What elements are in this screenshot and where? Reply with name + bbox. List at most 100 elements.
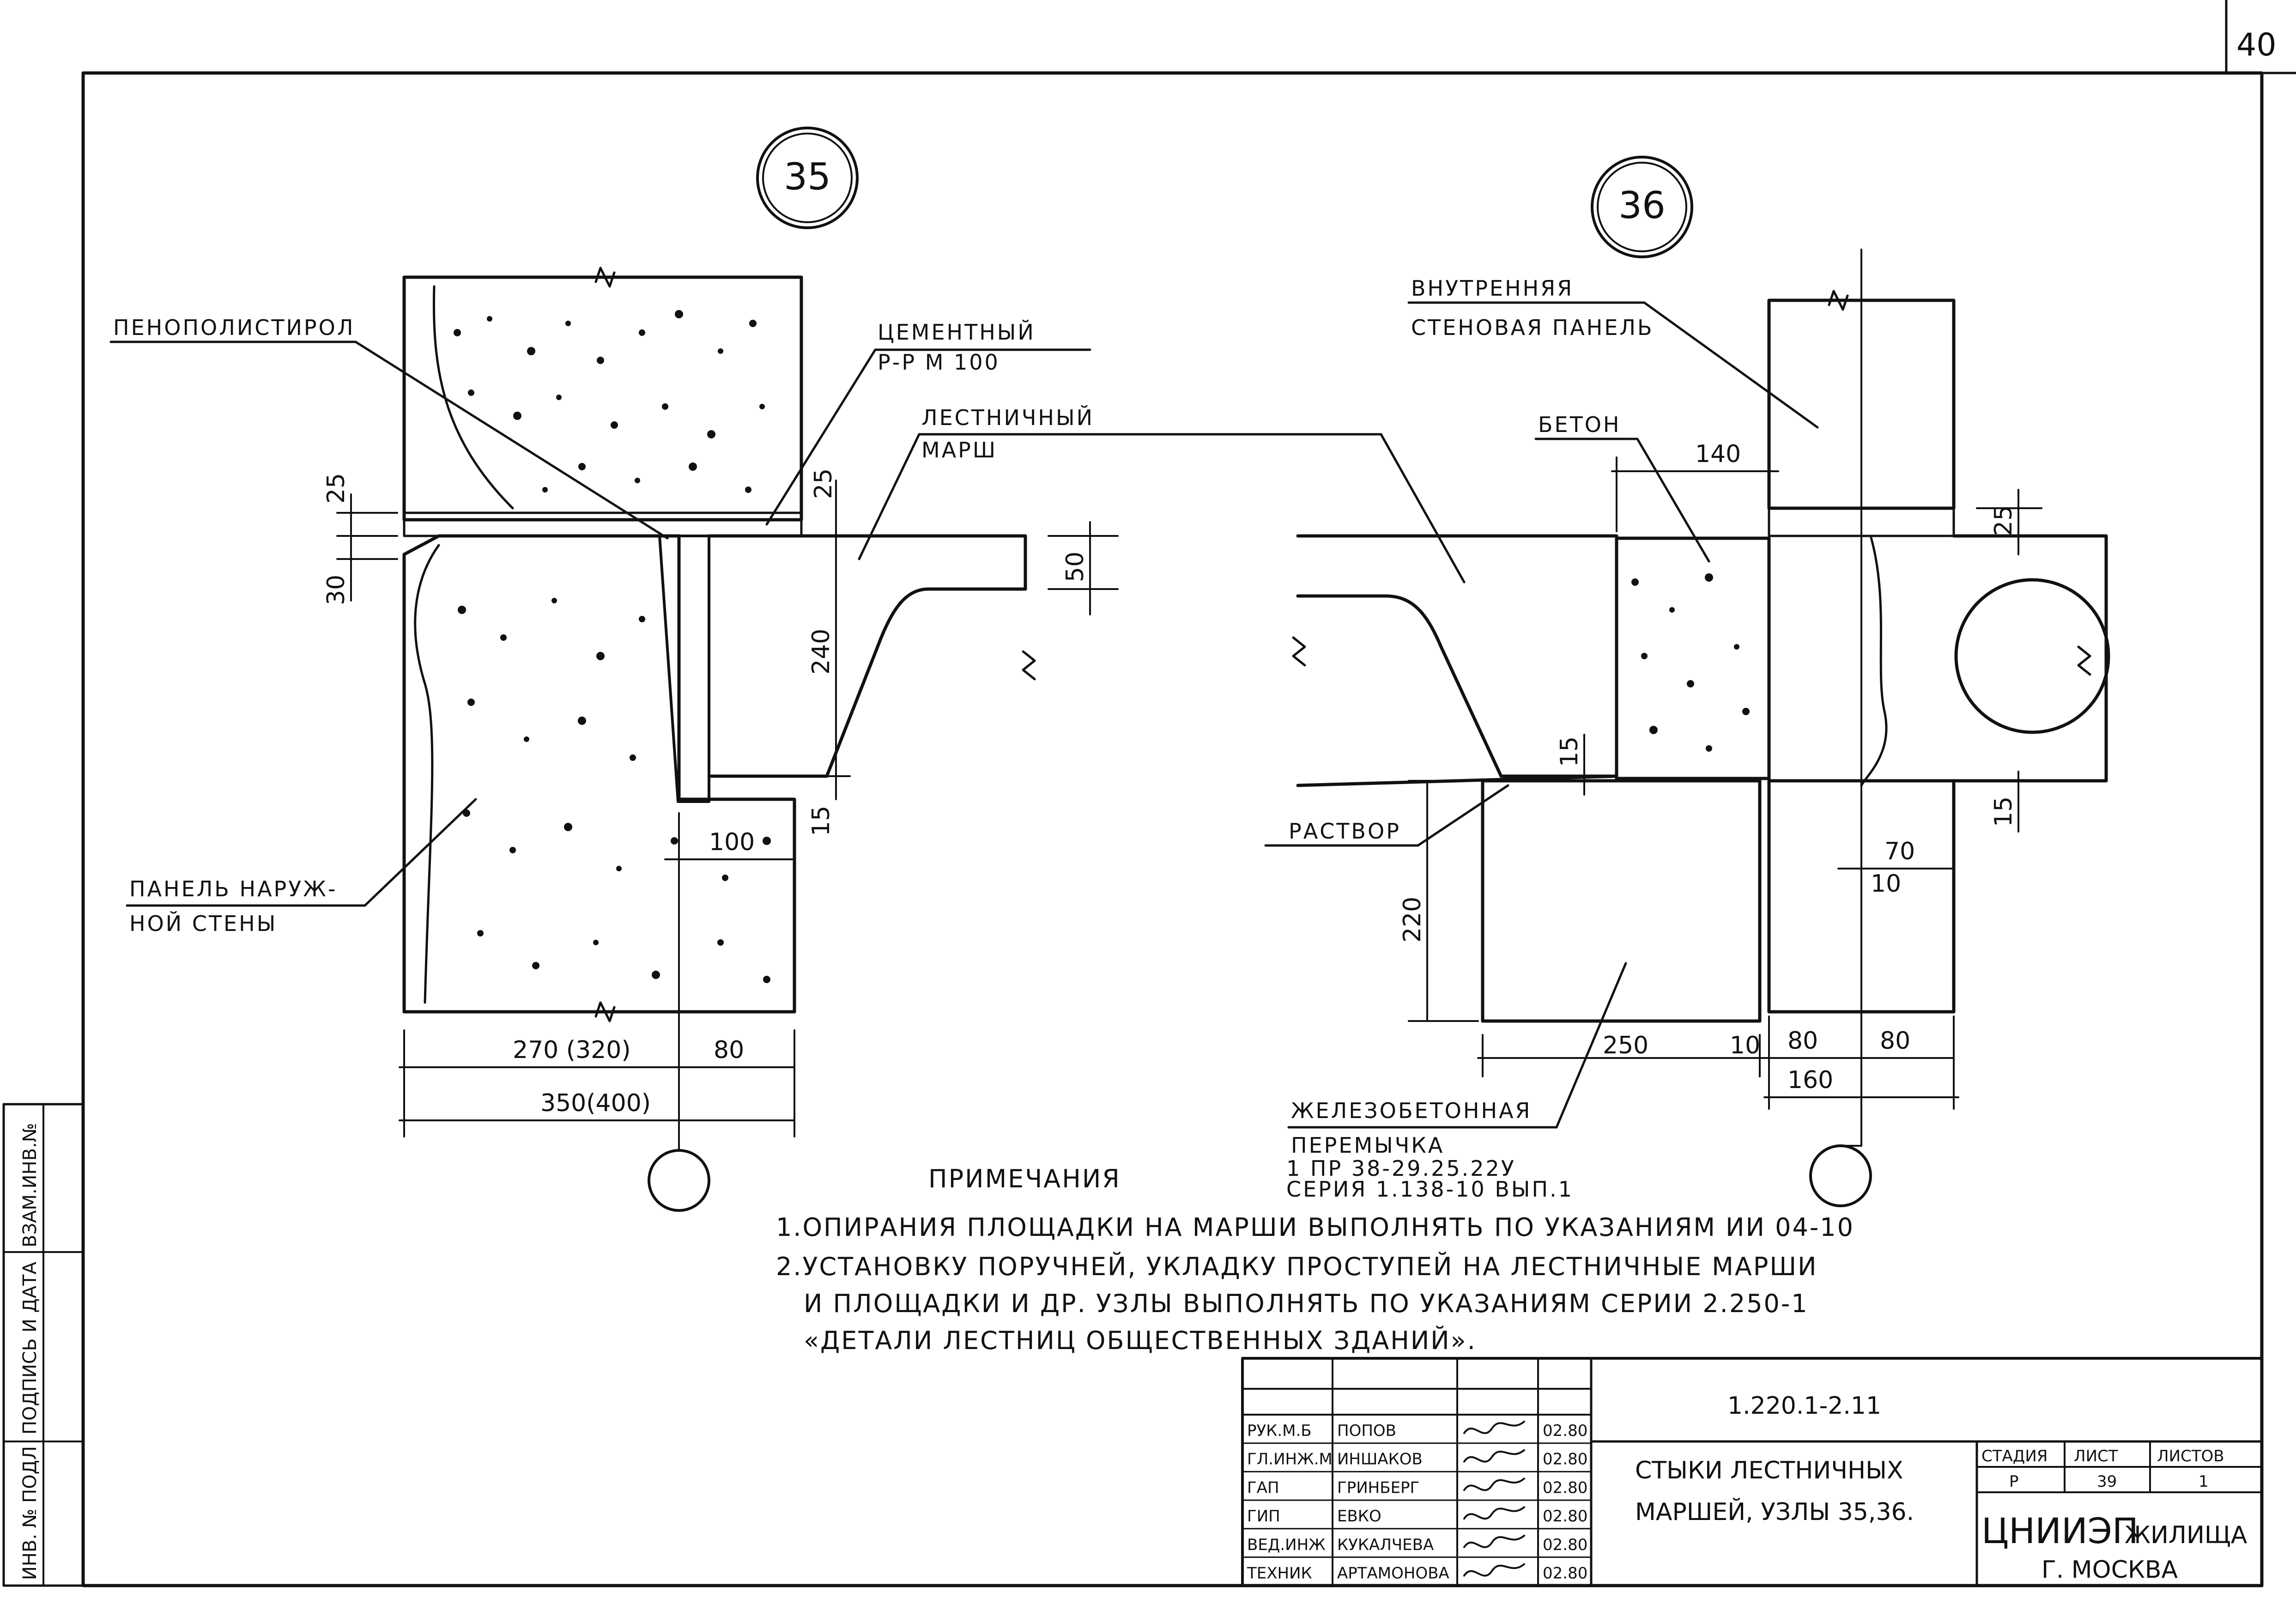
node-36-label-inner-1: ВНУТРЕННЯЯ: [1411, 276, 1574, 301]
node-36-dim-140: 140: [1695, 440, 1741, 468]
node-35-dim-25a: 25: [322, 473, 350, 504]
staff-name: ЕВКО: [1337, 1507, 1381, 1526]
title-block-title-1: СТЫКИ ЛЕСТНИЧНЫХ: [1635, 1457, 1903, 1484]
node-35-label-foam: ПЕНОПОЛИСТИРОЛ: [113, 315, 355, 340]
node-36-label-mortar: РАСТВОР: [1289, 819, 1401, 844]
notes-line-1: 1.ОПИРАНИЯ ПЛОЩАДКИ НА МАРШИ ВЫПОЛНЯТЬ П…: [776, 1213, 1854, 1242]
node-35: 35: [109, 127, 1466, 1212]
staff-signature: [1463, 1506, 1525, 1520]
node-36-dim-220: 220: [1399, 897, 1426, 942]
node-36-label-lintel-4: СЕРИЯ 1.138-10 ВЫП.1: [1286, 1177, 1574, 1202]
node-36-dim-25: 25: [1990, 505, 2017, 536]
staff-signature: [1463, 1534, 1525, 1548]
side-stamp: ИНВ. № ПОДЛ ПОДПИСЬ И ДАТА ВЗАМ.ИНВ.№: [2, 1103, 85, 1587]
staff-signature: [1463, 1421, 1525, 1434]
node-36-dim-70: 70: [1884, 838, 1915, 865]
node-35-dim-15: 15: [807, 806, 835, 836]
staff-signature: [1463, 1477, 1525, 1491]
title-block-sheet: 39: [2097, 1472, 2117, 1491]
title-block-sheet-header: ЛИСТ: [2074, 1447, 2118, 1465]
node-36-lintel: [1481, 779, 1762, 1023]
staff-date: 02.80: [1543, 1422, 1587, 1440]
sheet-frame: [81, 0, 2296, 1587]
node-36-label-lintel-1: ЖЕЛЕЗОБЕТОННАЯ: [1291, 1098, 1532, 1123]
staff-role: ГЛ.ИНЖ.М: [1247, 1450, 1333, 1469]
title-block-title-2: МАРШЕЙ, УЗЛЫ 35,36.: [1635, 1498, 1914, 1526]
notes-line-4: «ДЕТАЛИ ЛЕСТНИЦ ОБЩЕСТВЕННЫХ ЗДАНИЙ».: [804, 1326, 1477, 1355]
node-36-label-inner-2: СТЕНОВАЯ ПАНЕЛЬ: [1411, 315, 1654, 340]
title-block-stage-header: СТАДИЯ: [1981, 1447, 2048, 1465]
node-35-aggregate-lower: [458, 598, 771, 983]
staff-role: ГИП: [1247, 1507, 1280, 1526]
side-stamp-vzam-inv: ВЗАМ.ИНВ.№: [19, 1123, 41, 1247]
title-block-org: ЦНИИЭП: [1981, 1510, 2138, 1551]
node-35-mortar-joint: [403, 511, 803, 537]
node-36-dim-15b: 15: [1990, 796, 2017, 827]
notes-line-3: И ПЛОЩАДКИ И ДР. УЗЛЫ ВЫПОЛНЯТЬ ПО УКАЗА…: [804, 1289, 1809, 1318]
node-35-dim-100: 100: [709, 828, 755, 856]
title-block-org-suffix: ЖИЛИЩА: [2125, 1521, 2248, 1549]
node-36-dim-250: 250: [1603, 1032, 1648, 1059]
title-block-doc-code: 1.220.1-2.11: [1727, 1392, 1881, 1420]
node-36-slab-void: [1954, 578, 2110, 734]
node-35-axis-marker: [648, 1149, 710, 1212]
side-stamp-inv-podl: ИНВ. № ПОДЛ: [19, 1446, 41, 1580]
node-35-dim-350: 350(400): [540, 1089, 651, 1117]
node-36-dimension-lines: [1408, 456, 2042, 1110]
node-35-upper-panel: [402, 275, 803, 522]
notes-line-2: 2.УСТАНОВКУ ПОРУЧНЕЙ, УКЛАДКУ ПРОСТУПЕЙ …: [776, 1252, 1818, 1281]
staff-date: 02.80: [1543, 1478, 1587, 1497]
staff-name: ПОПОВ: [1337, 1422, 1396, 1440]
node-36-label-lintel-3: 1 ПР 38-29.25.22У: [1286, 1156, 1516, 1181]
node-35-dim-80: 80: [714, 1036, 744, 1064]
staff-date: 02.80: [1543, 1536, 1587, 1554]
node-36-marker-circle: [1591, 156, 1693, 258]
node-35-foam-strip: [658, 535, 710, 803]
staff-date: 02.80: [1543, 1507, 1587, 1526]
node-35-stair-flight: [707, 534, 1027, 778]
staff-signature: [1463, 1563, 1525, 1577]
staff-date: 02.80: [1543, 1564, 1587, 1583]
node-35-marker-label: 35: [784, 155, 831, 198]
staff-role: ГАП: [1247, 1478, 1279, 1497]
node-35-label-flight-2: МАРШ: [921, 438, 997, 462]
side-stamp-podpis-data: ПОДПИСЬ И ДАТА: [19, 1261, 41, 1435]
node-36-dim-80b: 80: [1880, 1027, 1910, 1055]
staff-role: ТЕХНИК: [1247, 1564, 1312, 1583]
notes-block: ПРИМЕЧАНИЯ 1.ОПИРАНИЯ ПЛОЩАДКИ НА МАРШИ …: [776, 1164, 1854, 1355]
sheet-corner-number: 40: [2236, 27, 2277, 63]
staff-role: РУК.М.Б: [1247, 1422, 1312, 1440]
staff-name: ИНШАКОВ: [1337, 1450, 1423, 1469]
staff-name: КУКАЛЧЕВА: [1337, 1536, 1434, 1554]
node-35-dim-50: 50: [1061, 552, 1089, 582]
staff-date: 02.80: [1543, 1450, 1587, 1469]
node-36-dim-160: 160: [1787, 1066, 1833, 1094]
node-35-label-panel-1: ПАНЕЛЬ НАРУЖ-: [129, 876, 337, 901]
title-block-city: Г. МОСКВА: [2042, 1556, 2178, 1584]
node-35-label-mortar-1: ЦЕМЕНТНЫЙ: [878, 320, 1036, 345]
node-36-lower-panel: [1767, 779, 1956, 1014]
node-36-label-concrete: БЕТОН: [1538, 412, 1621, 437]
node-36-dim-10b: 10: [1871, 870, 1901, 898]
node-36-dim-10a: 10: [1730, 1032, 1760, 1059]
title-block-stage: Р: [2009, 1472, 2019, 1491]
node-35-marker-circle: [756, 127, 859, 229]
title-block-sheets-header: ЛИСТОВ: [2157, 1447, 2224, 1465]
node-35-dim-25b: 25: [810, 468, 837, 499]
node-35-lower-panel: [402, 534, 796, 1014]
node-35-dim-240: 240: [807, 629, 835, 675]
node-35-dim-270: 270 (320): [513, 1036, 631, 1064]
staff-role: ВЕД.ИНЖ: [1247, 1536, 1326, 1554]
staff-name: ГРИНБЕРГ: [1337, 1478, 1419, 1497]
staff-signature: [1463, 1449, 1525, 1463]
node-35-label-mortar-2: Р-Р М 100: [878, 350, 1000, 375]
node-35-label-flight-1: ЛЕСТНИЧНЫЙ: [921, 405, 1094, 430]
node-36-dim-80a: 80: [1787, 1027, 1818, 1055]
node-36-label-lintel-2: ПЕРЕМЫЧКА: [1291, 1133, 1444, 1158]
notes-heading: ПРИМЕЧАНИЯ: [928, 1164, 1121, 1193]
title-block-sheets: 1: [2199, 1472, 2209, 1491]
node-36-dim-15a: 15: [1556, 736, 1583, 767]
node-35-label-panel-2: НОЙ СТЕНЫ: [129, 911, 277, 936]
